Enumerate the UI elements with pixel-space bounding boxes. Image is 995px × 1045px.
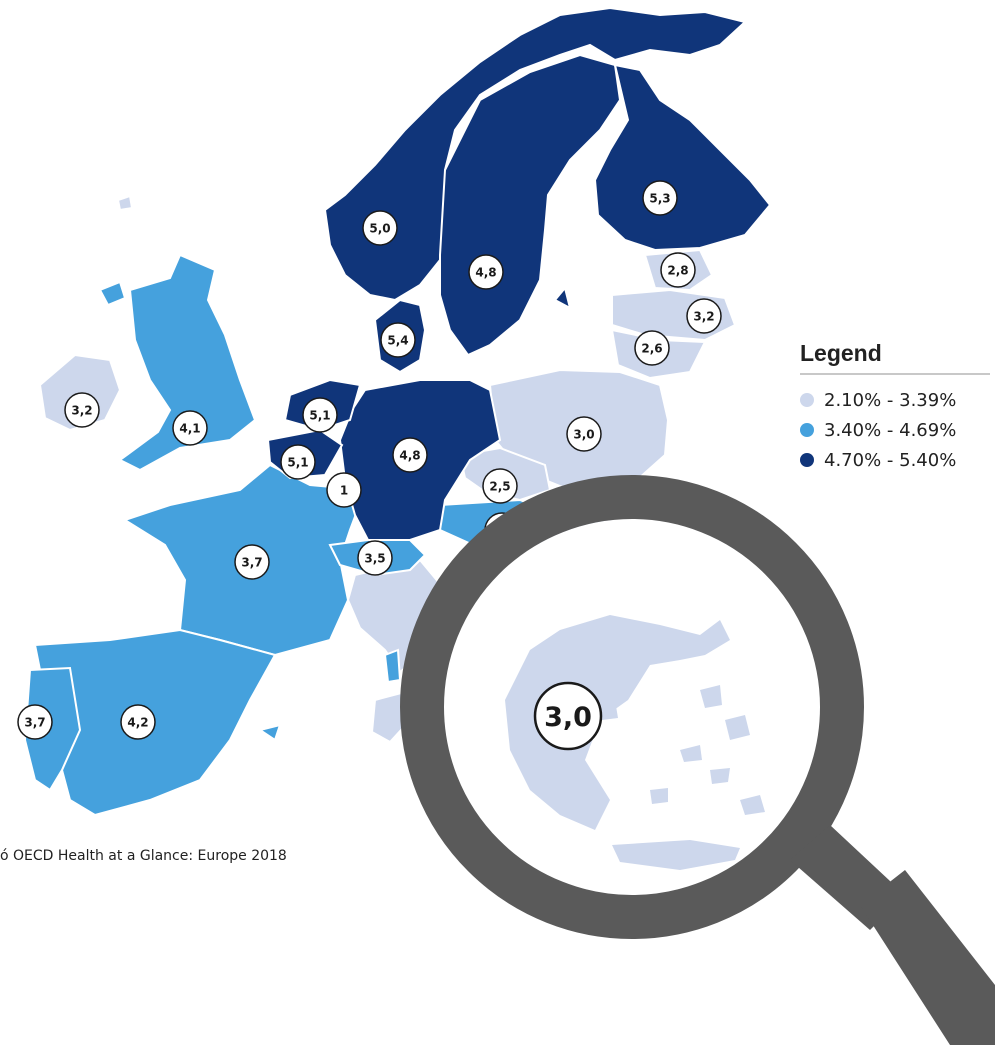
legend-item-label: 2.10% - 3.39% (824, 389, 957, 411)
switzerland-value-label: 3,5 (364, 552, 385, 566)
legend-item: 2.10% - 3.39% (800, 385, 990, 415)
greece-value-marker: 3,0 (533, 681, 603, 751)
denmark-value-marker: 5,4 (380, 322, 416, 358)
luxembourg-value-marker: 1 (326, 472, 362, 508)
norway-shape (323, 6, 748, 302)
uk-value-marker: 4,1 (172, 410, 208, 446)
legend-list: 2.10% - 3.39% 3.40% - 4.69% 4.70% - 5.40… (800, 385, 990, 475)
portugal-value-label: 3,7 (24, 716, 45, 730)
france-value-label: 3,7 (241, 556, 262, 570)
netherlands-value-label: 5,1 (309, 409, 330, 423)
legend-swatch (800, 393, 814, 407)
balearic-islands (257, 723, 282, 742)
spain-value-label: 4,2 (127, 716, 148, 730)
estonia-value-label: 2,8 (667, 264, 688, 278)
finland-value-label: 5,3 (649, 192, 670, 206)
denmark-value-label: 5,4 (387, 334, 408, 348)
legend-item: 4.70% - 5.40% (800, 445, 990, 475)
portugal-value-marker: 3,7 (17, 704, 53, 740)
uk-value-label: 4,1 (179, 422, 200, 436)
france-value-marker: 3,7 (234, 544, 270, 580)
netherlands-value-marker: 5,1 (302, 397, 338, 433)
switzerland-value-marker: 3,5 (357, 540, 393, 576)
finland-value-marker: 5,3 (642, 180, 678, 216)
legend-item-label: 3.40% - 4.69% (824, 419, 957, 441)
legend-swatch (800, 423, 814, 437)
poland-value-marker: 3,0 (566, 416, 602, 452)
spain-value-marker: 4,2 (120, 704, 156, 740)
legend: Legend 2.10% - 3.39% 3.40% - 4.69% 4.70%… (800, 340, 990, 475)
scandinavia-islet (116, 194, 134, 212)
belgium-value-label: 5,1 (287, 456, 308, 470)
greece-value-label: 3,0 (544, 702, 592, 733)
czechia-value-marker: 2,5 (482, 468, 518, 504)
norway-value-label: 5,0 (369, 222, 390, 236)
scotland-isles (98, 280, 127, 307)
lithuania-value-label: 2,6 (641, 342, 662, 356)
finland-shape (593, 63, 772, 252)
sweden-value-marker: 4,8 (468, 254, 504, 290)
latvia-value-marker: 3,2 (686, 298, 722, 334)
norway-value-marker: 5,0 (362, 210, 398, 246)
poland-value-label: 3,0 (573, 428, 594, 442)
magnifier-icon (400, 475, 995, 1045)
luxembourg-value-label: 1 (340, 484, 348, 498)
legend-item-label: 4.70% - 5.40% (824, 449, 957, 471)
latvia-value-label: 3,2 (693, 310, 714, 324)
source-credit: ó OECD Health at a Glance: Europe 2018 (0, 848, 287, 864)
sweden-value-label: 4,8 (475, 266, 496, 280)
legend-item: 3.40% - 4.69% (800, 415, 990, 445)
ireland-value-marker: 3,2 (64, 392, 100, 428)
belgium-value-marker: 5,1 (280, 444, 316, 480)
portugal-shape (23, 666, 82, 792)
lithuania-value-marker: 2,6 (634, 330, 670, 366)
ireland-value-label: 3,2 (71, 404, 92, 418)
gotland-shape (553, 285, 572, 310)
greece-magnified (505, 615, 765, 870)
magnifier-lens-area (444, 519, 820, 895)
corsica-shape (383, 648, 402, 684)
czechia-value-label: 2,5 (489, 480, 510, 494)
legend-title: Legend (800, 340, 990, 375)
uk-shape (118, 253, 257, 472)
estonia-value-marker: 2,8 (660, 252, 696, 288)
germany-value-marker: 4,8 (392, 437, 428, 473)
legend-swatch (800, 453, 814, 467)
germany-value-label: 4,8 (399, 449, 420, 463)
